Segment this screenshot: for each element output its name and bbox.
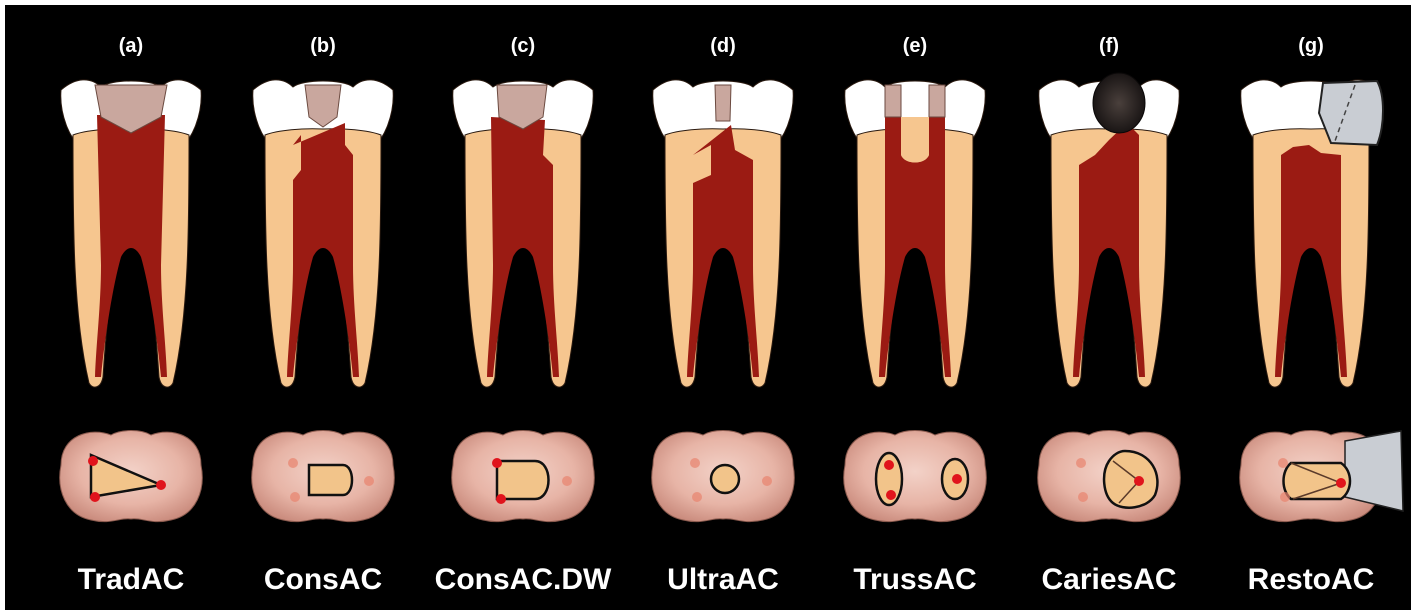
- panel-name-f: CariesAC: [1041, 563, 1176, 596]
- panel-name-e: TrussAC: [853, 563, 976, 596]
- occlusal-view-a: [59, 430, 203, 523]
- tooth-section-f: [1038, 72, 1180, 388]
- panel-letter-a: (a): [119, 35, 143, 57]
- panel-letter-f: (f): [1099, 35, 1119, 57]
- occlusal-view-b: [251, 430, 395, 523]
- panel-letter-c: (c): [511, 35, 535, 57]
- panel-e: (e) TrussAC: [843, 35, 987, 596]
- panel-b: (b) ConsAC: [251, 35, 395, 596]
- panel-g: (g) RestoAC: [1239, 35, 1404, 596]
- panel-a: (a) TradAC: [59, 35, 203, 596]
- panel-name-c: ConsAC.DW: [435, 563, 612, 596]
- panel-name-d: UltraAC: [667, 563, 779, 596]
- occlusal-view-f: [1037, 430, 1181, 523]
- tooth-section-e: [844, 79, 986, 388]
- panel-name-b: ConsAC: [264, 563, 382, 596]
- tooth-section-a: [60, 79, 202, 388]
- panel-letter-g: (g): [1298, 35, 1324, 57]
- tooth-section-d: [652, 79, 794, 388]
- tooth-section-c: [452, 79, 594, 388]
- occlusal-view-g: [1239, 430, 1404, 523]
- occlusal-view-c: [451, 430, 595, 523]
- figure-canvas: (a) TradAC (b): [59, 35, 1404, 596]
- panel-letter-d: (d): [710, 35, 736, 57]
- panel-c: (c) ConsAC.DW: [435, 35, 612, 596]
- occlusal-view-e: [843, 430, 987, 523]
- panel-letter-e: (e): [903, 35, 927, 57]
- panel-letter-b: (b): [310, 35, 336, 57]
- tooth-section-g: [1240, 79, 1384, 388]
- panel-d: (d) UltraAC: [651, 35, 795, 596]
- panel-f: (f) CariesAC: [1037, 35, 1181, 596]
- occlusal-view-d: [651, 430, 795, 523]
- panel-name-a: TradAC: [78, 563, 185, 596]
- tooth-section-b: [252, 79, 394, 388]
- panel-name-g: RestoAC: [1248, 563, 1375, 596]
- figure: (a) TradAC (b): [5, 5, 1411, 610]
